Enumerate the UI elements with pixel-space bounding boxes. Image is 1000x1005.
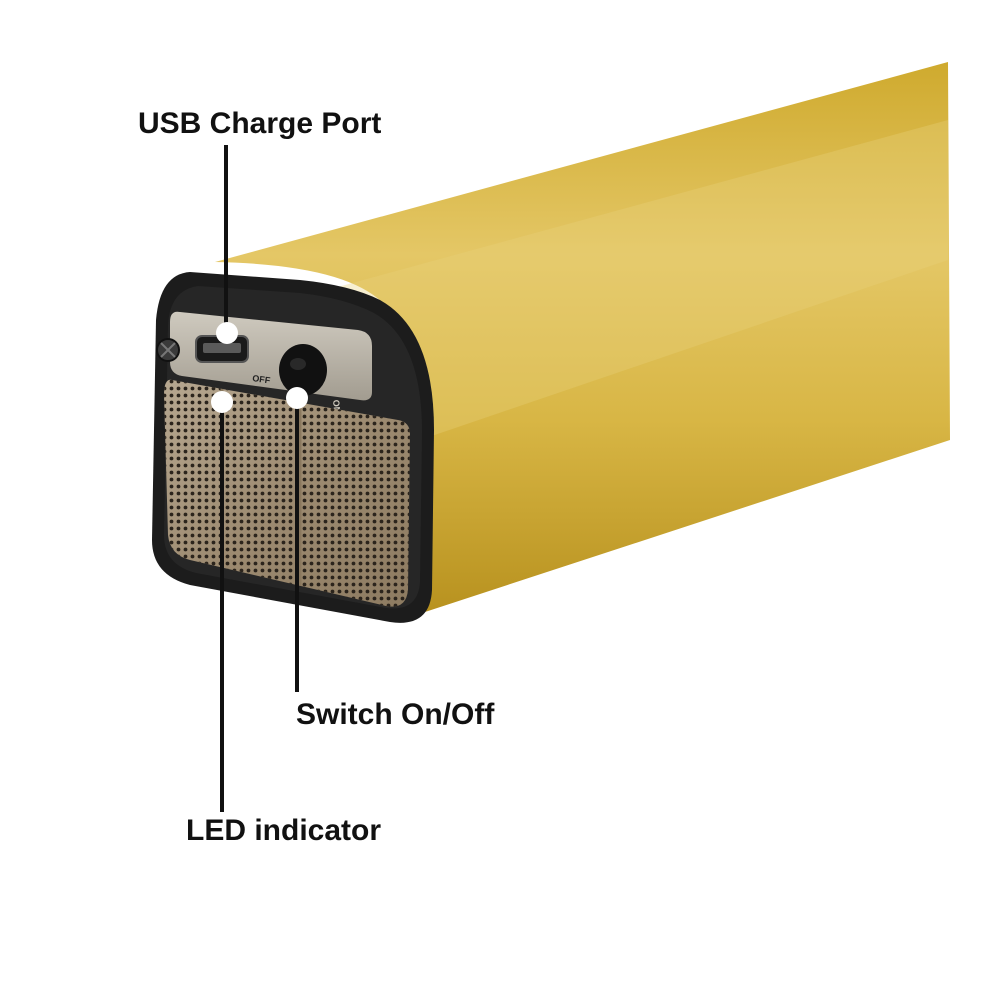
switch-marker-dot xyxy=(286,387,308,409)
switch-on-off-label: Switch On/Off xyxy=(296,698,495,731)
body-highlight xyxy=(290,120,948,440)
usb-marker-dot xyxy=(216,322,238,344)
device-body xyxy=(215,62,950,612)
on-marking: ON xyxy=(331,399,342,413)
led-indicator-label: LED indicator xyxy=(186,814,382,847)
power-switch xyxy=(279,344,327,396)
off-marking: OFF xyxy=(252,373,272,385)
speaker-grille xyxy=(164,379,410,607)
usb-charge-port-label: USB Charge Port xyxy=(138,107,382,140)
led-marker-dot xyxy=(211,391,233,413)
